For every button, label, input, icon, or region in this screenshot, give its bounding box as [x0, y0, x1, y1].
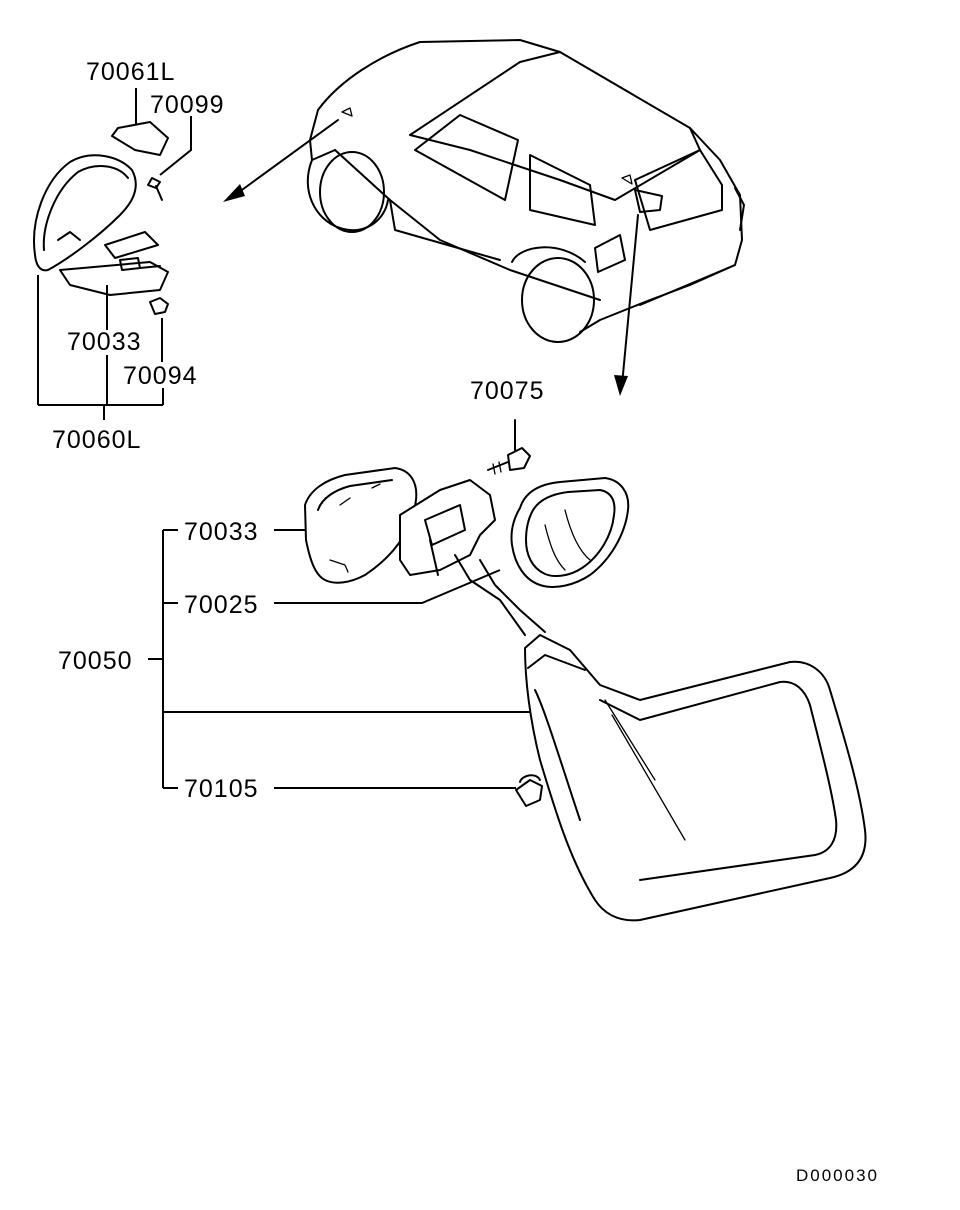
leader-lines-fuel-lid	[148, 529, 530, 789]
label-70060L: 70060L	[52, 426, 141, 454]
label-70033-mid: 70033	[184, 518, 259, 546]
leader-lines-mirror	[37, 88, 192, 420]
label-70105: 70105	[184, 775, 259, 803]
vehicle-illustration	[306, 39, 745, 343]
fuel-lid-assembly-drawing	[304, 419, 867, 922]
drawing-code: D000030	[796, 1166, 879, 1185]
label-70075: 70075	[470, 377, 545, 405]
label-70061L: 70061L	[86, 58, 175, 86]
label-70094: 70094	[123, 362, 198, 390]
label-70033-top: 70033	[67, 328, 142, 356]
label-70025: 70025	[184, 591, 259, 619]
pointer-arrows	[223, 119, 639, 396]
label-70099: 70099	[150, 91, 225, 119]
mirror-assembly-drawing	[33, 121, 169, 315]
label-70050: 70050	[58, 647, 133, 675]
